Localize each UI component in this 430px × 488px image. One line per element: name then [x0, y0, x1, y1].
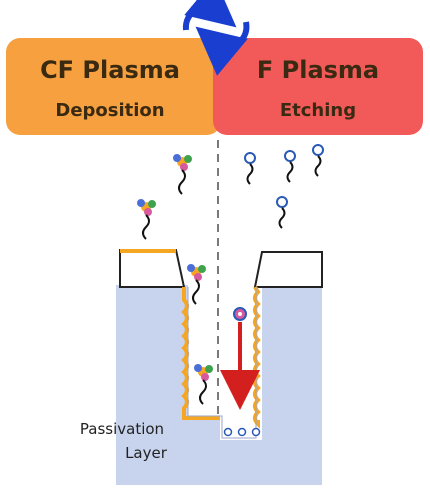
f-plasma-box — [213, 38, 423, 135]
passivation-layer — [181, 285, 261, 429]
trench-outline — [187, 287, 257, 439]
substrate — [116, 285, 322, 485]
cf-plasma-subtitle: Deposition — [55, 100, 164, 121]
f-plasma-subtitle: Etching — [280, 100, 356, 121]
substrate-bottom-right — [218, 440, 322, 485]
cycle-arrows-icon — [182, 0, 250, 76]
cf-plasma-panel: CF Plasma Deposition — [6, 38, 221, 135]
substrate-bottom-left — [116, 420, 220, 485]
mask-left — [119, 249, 186, 288]
f-plasma-panel: F Plasma Etching — [213, 38, 423, 135]
f-plasma-title: F Plasma — [257, 56, 379, 84]
cf-plasma-box — [6, 38, 221, 135]
passivation-label-line2: Layer — [125, 444, 168, 462]
f-radical-icon — [223, 144, 324, 437]
cf-molecule-icon — [137, 154, 213, 405]
passivation-label-line1: Passivation — [80, 420, 164, 438]
cf-plasma-title: CF Plasma — [40, 56, 180, 84]
mask-right — [253, 251, 323, 288]
